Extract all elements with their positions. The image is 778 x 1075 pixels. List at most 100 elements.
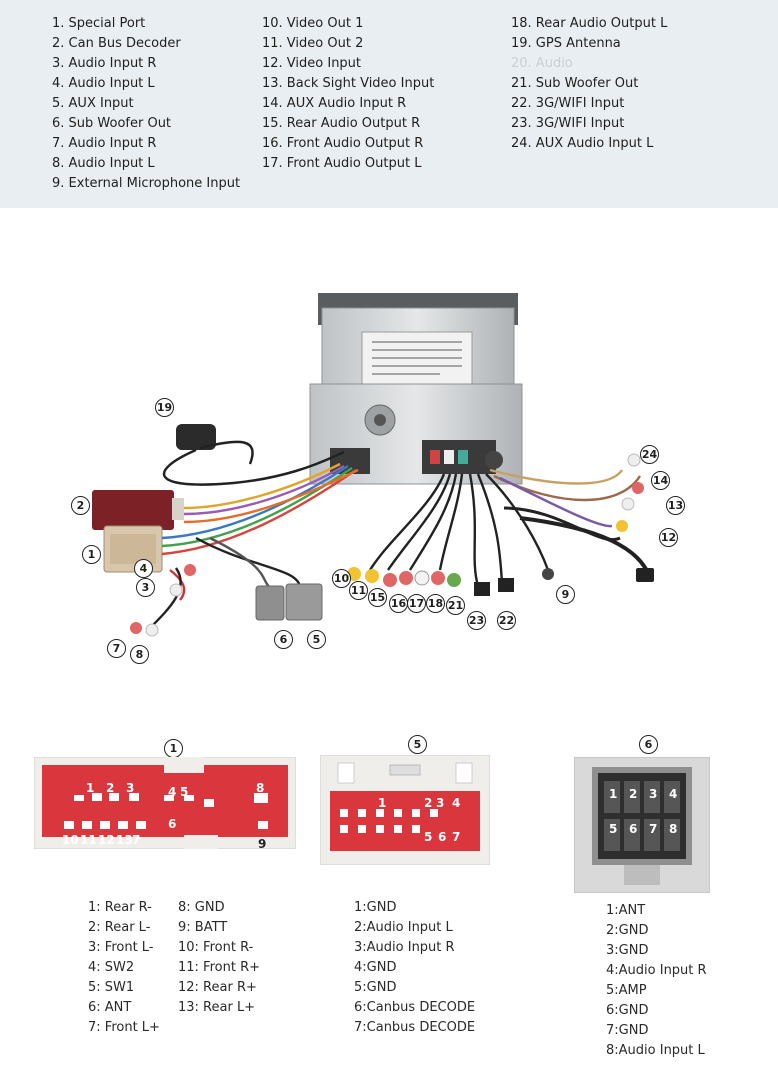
c1-pin-2: 2 bbox=[106, 781, 115, 795]
callout-21: 21 bbox=[446, 596, 465, 615]
c1-pin-7: 7 bbox=[132, 833, 141, 847]
legend-item: 13. Back Sight Video Input bbox=[262, 76, 435, 91]
legend-item: 7. Audio Input R bbox=[52, 136, 157, 151]
callout-15: 15 bbox=[368, 588, 387, 607]
callout-3: 3 bbox=[136, 578, 155, 597]
pinout-row: 6:GND bbox=[606, 1003, 649, 1018]
pinout-row: 3: Front L- bbox=[88, 940, 154, 955]
legend-item: 15. Rear Audio Output R bbox=[262, 116, 421, 131]
pinout-row: 1:ANT bbox=[606, 903, 646, 918]
legend-item: 1. Special Port bbox=[52, 16, 146, 31]
callout-6: 6 bbox=[274, 630, 293, 649]
legend-column-1: 1. Special Port 2. Can Bus Decoder 3. Au… bbox=[52, 14, 240, 194]
c6-pin-2: 2 bbox=[629, 787, 638, 801]
connector-5-title: 5 bbox=[408, 735, 427, 754]
callout-23: 23 bbox=[467, 611, 486, 630]
legend-item: 5. AUX Input bbox=[52, 96, 134, 111]
gps-antenna bbox=[162, 424, 345, 486]
legend-item: 16. Front Audio Output R bbox=[262, 136, 424, 151]
legend-item: 11. Video Out 2 bbox=[262, 36, 364, 51]
legend-item: 19. GPS Antenna bbox=[511, 36, 621, 51]
pinout-row: 2:Audio Input L bbox=[354, 920, 453, 935]
c1-pin-12: 12 bbox=[98, 833, 115, 847]
c6-pin-7: 7 bbox=[649, 822, 658, 836]
c5-pin-2: 2 bbox=[424, 796, 433, 810]
callout-19: 19 bbox=[155, 398, 174, 417]
wiring-illustration bbox=[92, 293, 654, 637]
legend-item: 21. Sub Woofer Out bbox=[511, 76, 639, 91]
legend-item: 8. Audio Input L bbox=[52, 156, 155, 171]
callout-9: 9 bbox=[556, 585, 575, 604]
connector-1-pinout-right: 8: GND 9: BATT 10: Front R- 11: Front R+… bbox=[178, 898, 260, 1018]
connector-6-diagram bbox=[574, 757, 710, 893]
legend-item: 23. 3G/WIFI Input bbox=[511, 116, 625, 131]
pinout-row: 3:GND bbox=[606, 943, 649, 958]
pinout-row: 5:GND bbox=[354, 980, 397, 995]
callout-13: 13 bbox=[666, 496, 685, 515]
legend-panel: 1. Special Port 2. Can Bus Decoder 3. Au… bbox=[0, 0, 778, 208]
callout-10: 10 bbox=[332, 569, 351, 588]
pinout-row: 10: Front R- bbox=[178, 940, 254, 955]
connector-5-diagram bbox=[320, 755, 490, 865]
callout-22: 22 bbox=[497, 611, 516, 630]
connector-6-pinout: 1:ANT 2:GND 3:GND 4:Audio Input R 5:AMP … bbox=[606, 901, 707, 1061]
legend-item: 4. Audio Input L bbox=[52, 76, 155, 91]
c1-pin-3: 3 bbox=[126, 781, 135, 795]
c6-pin-5: 5 bbox=[609, 822, 618, 836]
c1-pin-6: 6 bbox=[168, 817, 177, 831]
callout-7: 7 bbox=[107, 639, 126, 658]
callout-18: 18 bbox=[426, 594, 445, 613]
c5-pin-5: 5 bbox=[424, 830, 433, 844]
connector-1-title: 1 bbox=[164, 739, 183, 758]
special-port-plug bbox=[103, 525, 163, 573]
c5-pin-3: 3 bbox=[436, 796, 445, 810]
pinout-row: 1:GND bbox=[354, 900, 397, 915]
pinout-row: 5: SW1 bbox=[88, 980, 135, 995]
pinout-row: 8: GND bbox=[178, 900, 225, 915]
connector-1-diagram bbox=[34, 757, 296, 849]
pinout-row: 12: Rear R+ bbox=[178, 980, 257, 995]
c6-pin-3: 3 bbox=[649, 787, 658, 801]
c1-pin-11: 11 bbox=[80, 833, 97, 847]
wiring-diagram: 19 2 1 4 3 7 8 6 5 10 11 15 16 17 18 21 … bbox=[0, 208, 778, 708]
callout-5: 5 bbox=[307, 630, 326, 649]
wire-bundle bbox=[149, 462, 652, 629]
legend-item: 12. Video Input bbox=[262, 56, 362, 71]
connector-5-pinout: 1:GND 2:Audio Input L 3:Audio Input R 4:… bbox=[354, 898, 475, 1038]
pinout-row: 2: Rear L- bbox=[88, 920, 151, 935]
legend-item: 24. AUX Audio Input L bbox=[511, 136, 654, 151]
c5-pin-4: 4 bbox=[452, 796, 461, 810]
callout-14: 14 bbox=[651, 471, 670, 490]
callout-2: 2 bbox=[71, 496, 90, 515]
legend-column-2: 10. Video Out 1 11. Video Out 2 12. Vide… bbox=[262, 14, 434, 174]
pinout-row: 4: SW2 bbox=[88, 960, 135, 975]
connector-6-title: 6 bbox=[639, 735, 658, 754]
legend-item: 10. Video Out 1 bbox=[262, 16, 364, 31]
connector-1-pinout-left: 1: Rear R- 2: Rear L- 3: Front L- 4: SW2… bbox=[88, 898, 160, 1038]
callout-4: 4 bbox=[134, 559, 153, 578]
c1-pin-13: 13 bbox=[116, 833, 133, 847]
c1-pin-8: 8 bbox=[256, 781, 265, 795]
callout-24: 24 bbox=[640, 445, 659, 464]
legend-item: 18. Rear Audio Output L bbox=[511, 16, 668, 31]
callout-8: 8 bbox=[130, 645, 149, 664]
c6-pin-1: 1 bbox=[609, 787, 618, 801]
gray-plugs bbox=[255, 583, 323, 621]
c6-pin-8: 8 bbox=[669, 822, 678, 836]
head-unit bbox=[309, 293, 523, 485]
pinout-row: 3:Audio Input R bbox=[354, 940, 455, 955]
pinout-row: 2:GND bbox=[606, 923, 649, 938]
c1-pin-4: 4 bbox=[168, 785, 177, 799]
pinout-row: 4:Audio Input R bbox=[606, 963, 707, 978]
pinout-row: 8:Audio Input L bbox=[606, 1043, 705, 1058]
legend-item: 14. AUX Audio Input R bbox=[262, 96, 407, 111]
legend-item: 9. External Microphone Input bbox=[52, 176, 241, 191]
callout-16: 16 bbox=[389, 594, 408, 613]
pinout-row: 1: Rear R- bbox=[88, 900, 152, 915]
c1-pin-9: 9 bbox=[258, 837, 267, 851]
legend-item: 2. Can Bus Decoder bbox=[52, 36, 181, 51]
c1-pin-5: 5 bbox=[180, 785, 189, 799]
c1-pin-1: 1 bbox=[86, 781, 95, 795]
c1-pin-10: 10 bbox=[62, 833, 79, 847]
c6-pin-4: 4 bbox=[669, 787, 678, 801]
